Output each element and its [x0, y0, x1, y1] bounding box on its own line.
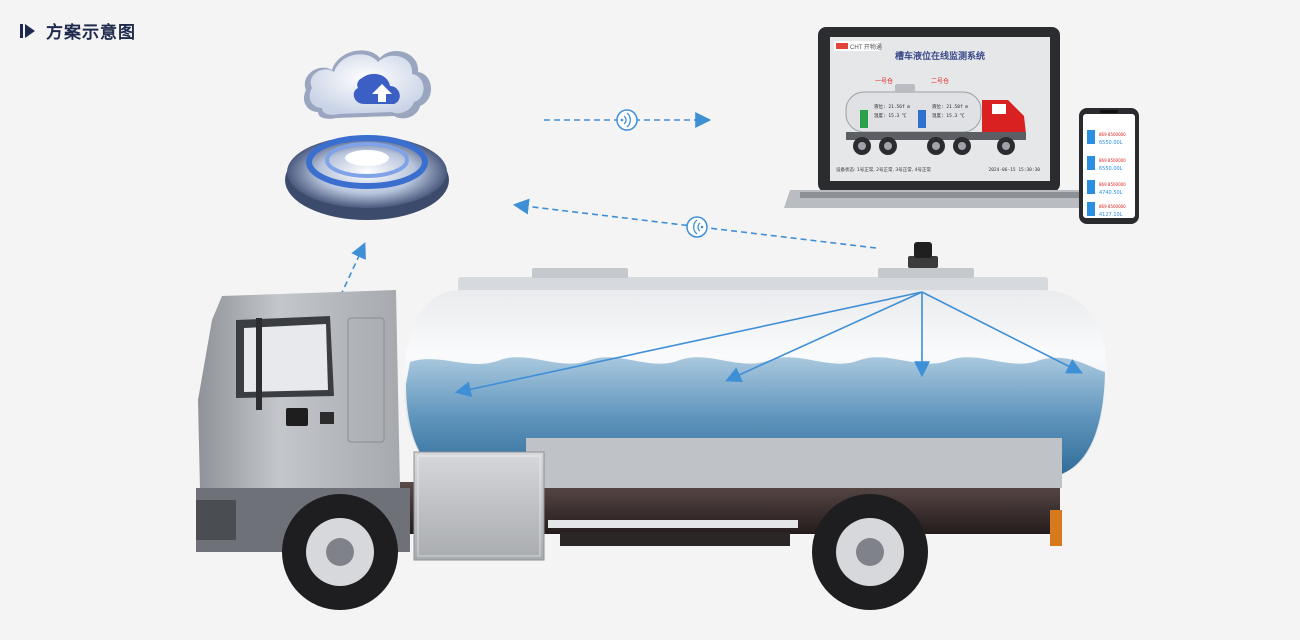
diagram-header: 方案示意图 [20, 18, 136, 43]
tank [404, 242, 1107, 488]
phone-row-value: 4740.50L [1099, 190, 1123, 196]
cab-terminal [286, 408, 308, 426]
phone-row: 869 8500000 6550.00L [1087, 130, 1126, 146]
phone-row: 869 8500000 4740.50L [1087, 180, 1126, 196]
play-marker-icon [20, 23, 35, 38]
compartment-1-label: 一号仓 [875, 77, 893, 85]
cloud-platform [285, 50, 449, 220]
phone-row-value: 4127.10L [1099, 212, 1123, 218]
gauge-2-temp: 温度: 15.3 ℃ [932, 112, 965, 119]
level-measurement-rays [454, 291, 1083, 398]
tank-truck [196, 242, 1107, 610]
phone-row-id: 869 8500000 [1099, 132, 1126, 137]
rear-wheel [812, 494, 928, 610]
laptop: CHT 开物通 槽车液位在线监测系统 一号仓 二号仓 液位: 21.56f m … [784, 27, 1094, 208]
phone-row: 869 8500000 6550.00L [1087, 156, 1126, 172]
cloud-upload-icon [303, 50, 432, 119]
front-wheel [282, 494, 398, 610]
page-title: 方案示意图 [46, 23, 136, 43]
wireless-signal-icon [686, 216, 708, 238]
phone-row-value: 6550.00L [1099, 166, 1123, 172]
phone-row-value: 6550.00L [1099, 140, 1123, 146]
wireless-signal-icon [616, 109, 638, 131]
side-box [413, 451, 545, 561]
phone: 869 8500000 6550.00L 869 8500000 6550.00… [1079, 108, 1139, 224]
timestamp: 2024-06-15 15:30:30 [989, 167, 1041, 173]
screen-title: 槽车液位在线监测系统 [895, 50, 985, 61]
gauge-1-temp: 温度: 15.3 ℃ [874, 112, 907, 119]
laptop-screen: CHT 开物通 槽车液位在线监测系统 一号仓 二号仓 液位: 21.56f m … [834, 41, 1040, 173]
phone-row-id: 869 8500000 [1099, 204, 1126, 209]
compartment-2-label: 二号仓 [931, 77, 949, 85]
brand-label: CHT 开物通 [850, 43, 882, 51]
gauge-2-level: 液位: 21.58f m [932, 103, 968, 110]
gauge-1-level: 液位: 21.56f m [874, 103, 910, 110]
phone-row-id: 869 8500000 [1099, 182, 1126, 187]
status-text: 设备状态: 1号正常, 2号正常, 3号正常, 4号正常 [836, 166, 931, 173]
phone-row: 869 8500000 4127.10L [1087, 202, 1126, 218]
sensor-icon [908, 242, 938, 268]
phone-row-id: 869 8500000 [1099, 158, 1126, 163]
